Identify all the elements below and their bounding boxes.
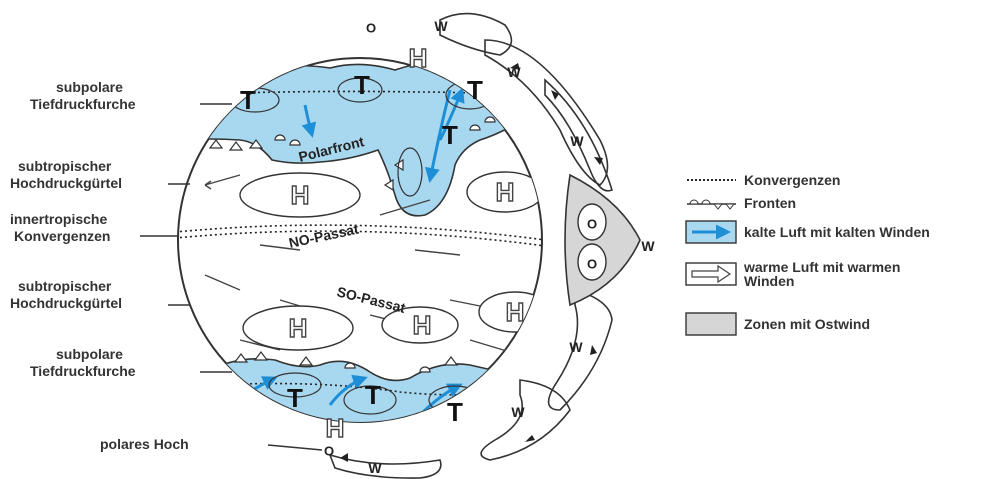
legend-east-zone: Zonen mit Ostwind [685,312,870,336]
west-wind-label: W [507,64,521,80]
low-symbol: T [287,383,303,413]
high-symbol: H [496,177,515,207]
north-cold-air-mass [178,60,532,217]
low-symbol: T [467,75,483,105]
svg-text:Konvergenzen: Konvergenzen [744,172,840,188]
svg-text:kalte Luft mit kalten Winden: kalte Luft mit kalten Winden [744,224,930,240]
label-subpolar-north: subpolare Tiefdruckfurche [30,79,136,112]
low-symbol: T [240,85,256,115]
high-symbol: H [413,310,432,340]
legend-warm-air: warme Luft mit warmen Winden [685,259,904,289]
south-polar-east-zone [235,425,490,470]
itc-convergence-line [178,224,542,241]
label-polar-high: polares Hoch [100,436,189,452]
west-wind-label: W [511,404,525,420]
legend: Konvergenzen Fronten kalte Luft mit kalt… [685,172,930,336]
high-pressure-cells [239,171,542,351]
east-wind-equatorial-cell [564,173,641,307]
low-symbol: T [365,380,381,410]
legend-fronts: Fronten [687,195,796,211]
left-labels: subpolare Tiefdruckfurche subtropischer … [10,79,323,452]
south-front-barbs [233,351,459,373]
legend-cold-air: kalte Luft mit kalten Winden [685,220,930,244]
high-symbol: H [289,313,308,343]
low-symbol: T [447,397,463,427]
west-wind-label: W [641,238,655,254]
label-subtropic-south: subtropischer Hochdruckgürtel [10,278,122,311]
high-symbol: H [326,413,345,443]
west-wind-cell-arrows [340,63,603,462]
wind-letters: W W W W W W W O O O O [324,18,655,476]
west-wind-label: W [570,133,584,149]
high-symbol: H [506,297,525,327]
label-subtropic-north: subtropischer Hochdruckgürtel [10,158,122,191]
west-wind-label: W [434,18,448,34]
east-wind-label: O [587,217,597,232]
high-symbol: H [291,180,310,210]
svg-text:Zonen mit Ostwind: Zonen mit Ostwind [744,316,870,332]
west-wind-cells [328,12,613,479]
east-wind-label: O [324,444,334,459]
west-wind-label: W [368,460,382,476]
low-symbol: T [354,70,370,100]
high-symbol: H [409,43,428,73]
east-wind-label: O [366,21,376,36]
east-wind-label: O [587,257,597,272]
svg-text:Fronten: Fronten [744,195,796,211]
label-itc: innertropische Konvergenzen [10,211,111,244]
legend-convergence: Konvergenzen [687,172,840,188]
cold-air-arrows [244,87,465,417]
low-symbol: T [442,120,458,150]
north-front-barbs [208,116,496,192]
label-subpolar-south: subpolare Tiefdruckfurche [30,346,136,379]
svg-text:warme Luft mit warmen: warme Luft mit warmen Winden [743,259,904,289]
west-wind-label: W [569,339,583,355]
globe [177,57,543,470]
